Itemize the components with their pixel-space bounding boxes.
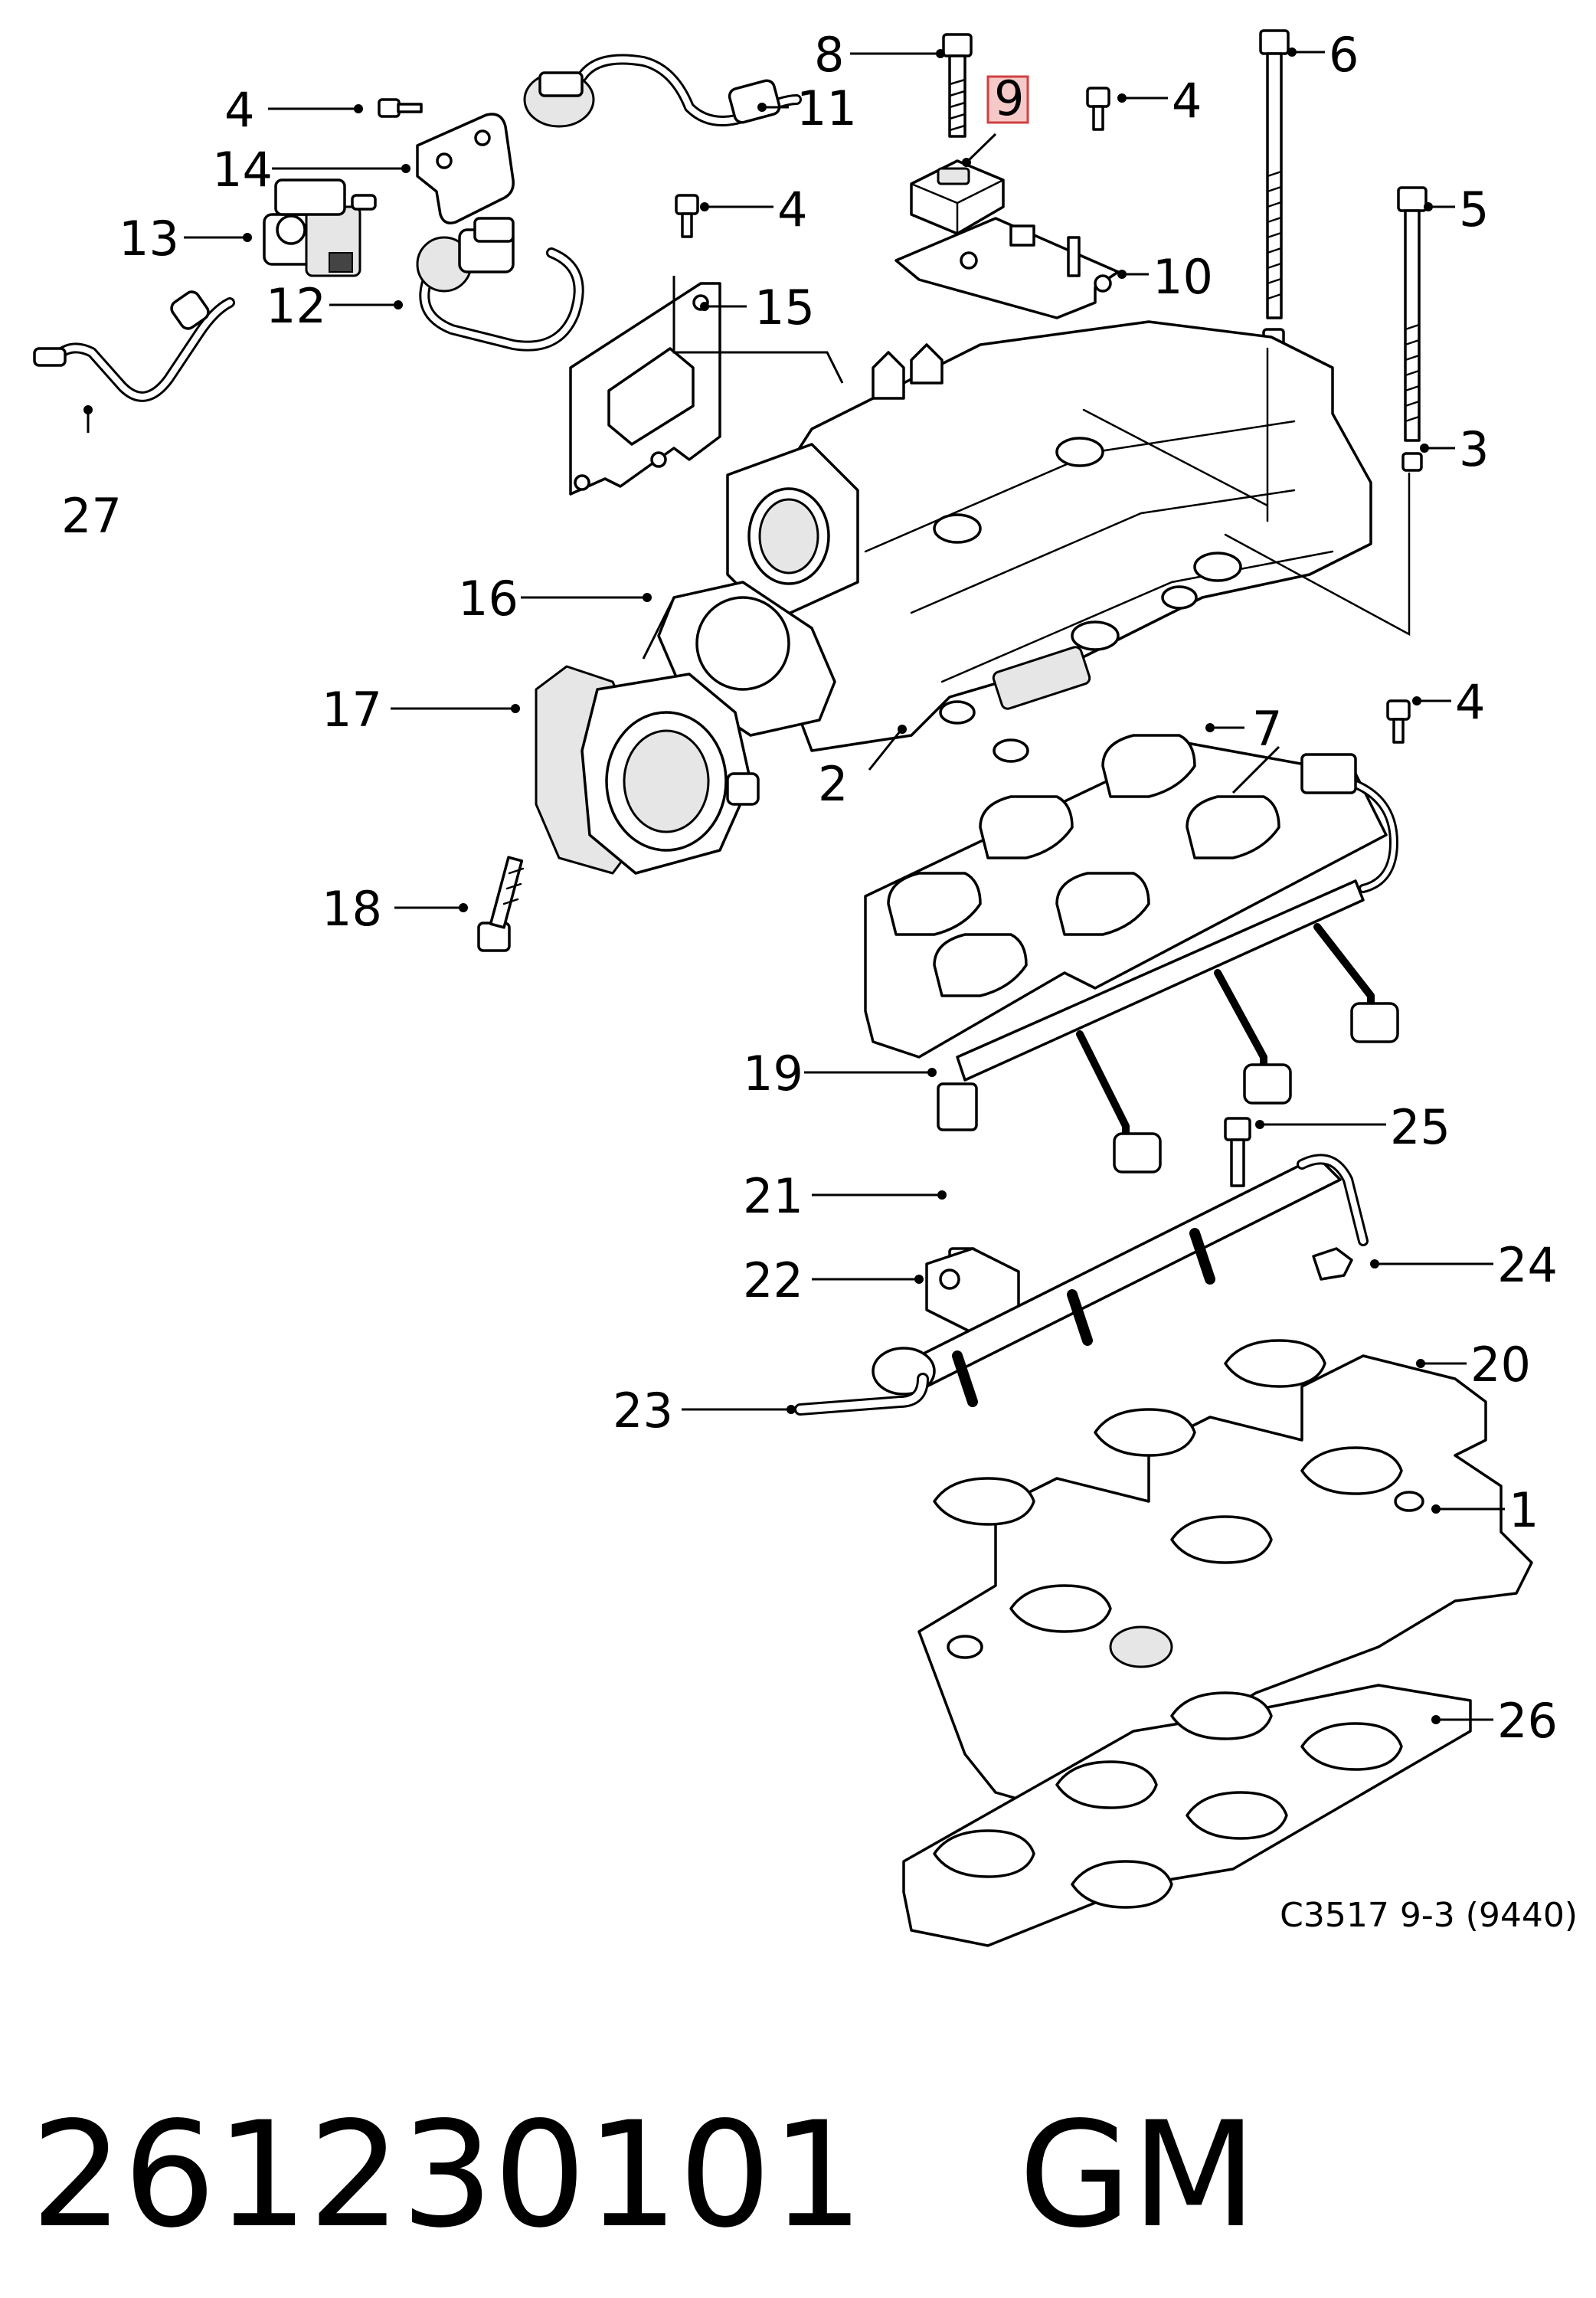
- part-17-throttle-body: [535, 665, 760, 875]
- part-26-lower-gasket: [902, 1684, 1472, 1947]
- part-6-long-bolt: [1259, 29, 1290, 348]
- part-8-bolt: [942, 33, 973, 138]
- callout-10: 10: [1153, 249, 1213, 305]
- callout-18: 18: [322, 881, 382, 937]
- callout-21: 21: [743, 1168, 803, 1224]
- callout-17: 17: [322, 682, 382, 738]
- callout-4: 4: [1455, 674, 1485, 730]
- brand-name: GM: [1019, 2090, 1257, 2260]
- callout-19: 19: [743, 1046, 803, 1102]
- callout-20: 20: [1470, 1337, 1531, 1393]
- callout-12: 12: [266, 278, 326, 334]
- callout-9-highlight: [986, 75, 1029, 124]
- part-4-screw-right: [1386, 699, 1411, 744]
- callout-16: 16: [458, 571, 518, 627]
- callout-7: 7: [1252, 701, 1282, 757]
- part-9-sensor: [910, 159, 1005, 239]
- callout-9: 9: [994, 70, 1024, 126]
- leader-lines: [83, 47, 1505, 1724]
- part-18-bolt: [477, 856, 525, 952]
- part-fuel-rail: [872, 1154, 1369, 1407]
- callout-22: 22: [743, 1252, 803, 1308]
- part-25-bolt: [1224, 1117, 1251, 1187]
- callout-27: 27: [61, 488, 122, 544]
- callout-2: 2: [818, 756, 848, 812]
- callout-13: 13: [119, 211, 179, 267]
- part-4-screw-top-left: [378, 98, 423, 118]
- callout-8: 8: [814, 27, 844, 83]
- callout-1: 1: [1509, 1482, 1539, 1538]
- callout-4: 4: [777, 182, 807, 237]
- part-12-purge-valve: [416, 217, 584, 352]
- part-14-bracket: [416, 113, 515, 224]
- callout-14: 14: [212, 142, 273, 198]
- callout-24: 24: [1497, 1237, 1558, 1293]
- callout-11: 11: [796, 80, 857, 136]
- part-27-hose: [33, 290, 235, 402]
- callout-4: 4: [1172, 73, 1202, 129]
- part-23-tube: [794, 1373, 929, 1416]
- part-2-upper-intake-manifold: [726, 320, 1411, 763]
- callout-26: 26: [1497, 1693, 1558, 1749]
- callout-3: 3: [1459, 421, 1489, 477]
- part-4-screw-top-middle: [1086, 87, 1110, 131]
- part-10-bracket: [894, 217, 1120, 319]
- part-24-clip: [1312, 1247, 1353, 1281]
- callout-6: 6: [1329, 27, 1359, 83]
- part-7-intake-gasket: [864, 734, 1388, 1059]
- part-11-hose-sensor: [523, 54, 802, 128]
- part-19-wiring-harness: [937, 753, 1399, 1174]
- part-1-lower-intake-manifold: [917, 1339, 1533, 1809]
- part-4-screw-15: [675, 194, 699, 238]
- part-5-long-bolt: [1397, 186, 1428, 472]
- callout-labels: 4 14 13 12 27 8 9 11 4 6 4 5 10 15 3 16 …: [61, 27, 1558, 1749]
- callout-15: 15: [754, 280, 815, 336]
- part-13-solenoid-valve: [263, 178, 377, 277]
- callout-5: 5: [1459, 182, 1489, 237]
- diagram-caption: C3517 9-3 (9440): [1280, 1896, 1578, 1935]
- part-15-plate: [569, 282, 721, 496]
- part-number: 261230101: [31, 2090, 864, 2260]
- callout-25: 25: [1390, 1099, 1450, 1155]
- callout-23: 23: [613, 1383, 673, 1439]
- callout-4: 4: [224, 82, 254, 138]
